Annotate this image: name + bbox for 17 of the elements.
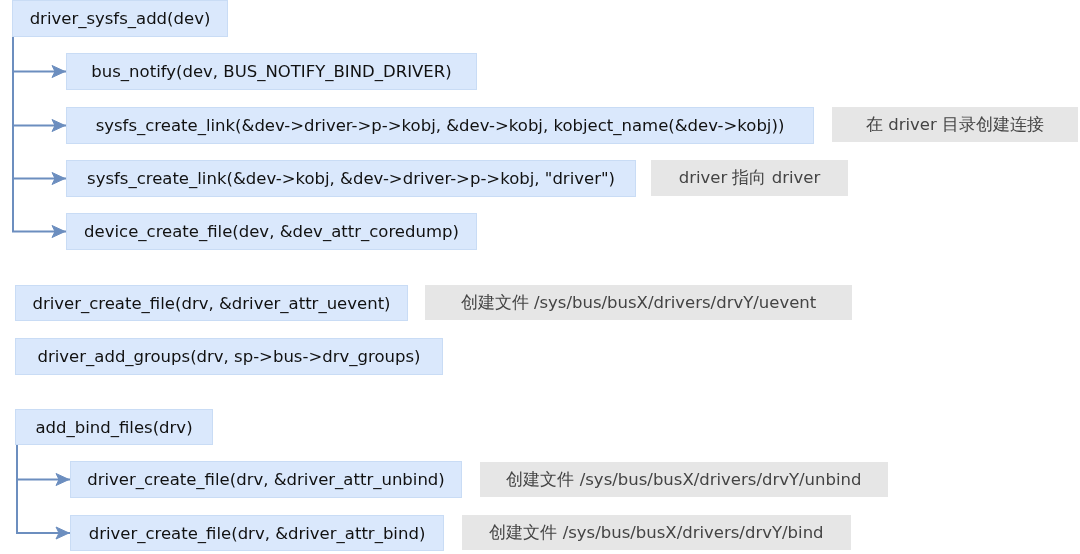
function-call-box: driver_create_file(drv, &driver_attr_unbind) bbox=[70, 461, 462, 498]
function-call-box: add_bind_files(drv) bbox=[15, 409, 213, 445]
function-call-box: driver_add_groups(drv, sp->bus->drv_groups) bbox=[15, 338, 443, 375]
function-call-box: sysfs_create_link(&dev->driver->p->kobj, &dev->kobj, kobject_name(&dev->kobj)) bbox=[66, 107, 814, 144]
function-call-box: device_create_file(dev, &dev_attr_coredump) bbox=[66, 213, 477, 250]
note-box: 创建文件 /sys/bus/busX/drivers/drvY/unbind bbox=[480, 462, 888, 497]
note-box: driver 指向 driver bbox=[651, 160, 848, 196]
arrow bbox=[12, 36, 67, 238]
note-box: 在 driver 目录创建连接 bbox=[832, 107, 1078, 142]
function-call-box: sysfs_create_link(&dev->kobj, &dev->driver->p->kobj, "driver") bbox=[66, 160, 636, 197]
note-box: 创建文件 /sys/bus/busX/drivers/drvY/bind bbox=[462, 515, 851, 550]
function-call-box: bus_notify(dev, BUS_NOTIFY_BIND_DRIVER) bbox=[66, 53, 477, 90]
arrow bbox=[16, 444, 71, 540]
function-call-box: driver_create_file(drv, &driver_attr_bind) bbox=[70, 515, 444, 551]
function-call-box: driver_sysfs_add(dev) bbox=[12, 0, 228, 37]
note-box: 创建文件 /sys/bus/busX/drivers/drvY/uevent bbox=[425, 285, 852, 320]
function-call-box: driver_create_file(drv, &driver_attr_uevent) bbox=[15, 285, 408, 321]
